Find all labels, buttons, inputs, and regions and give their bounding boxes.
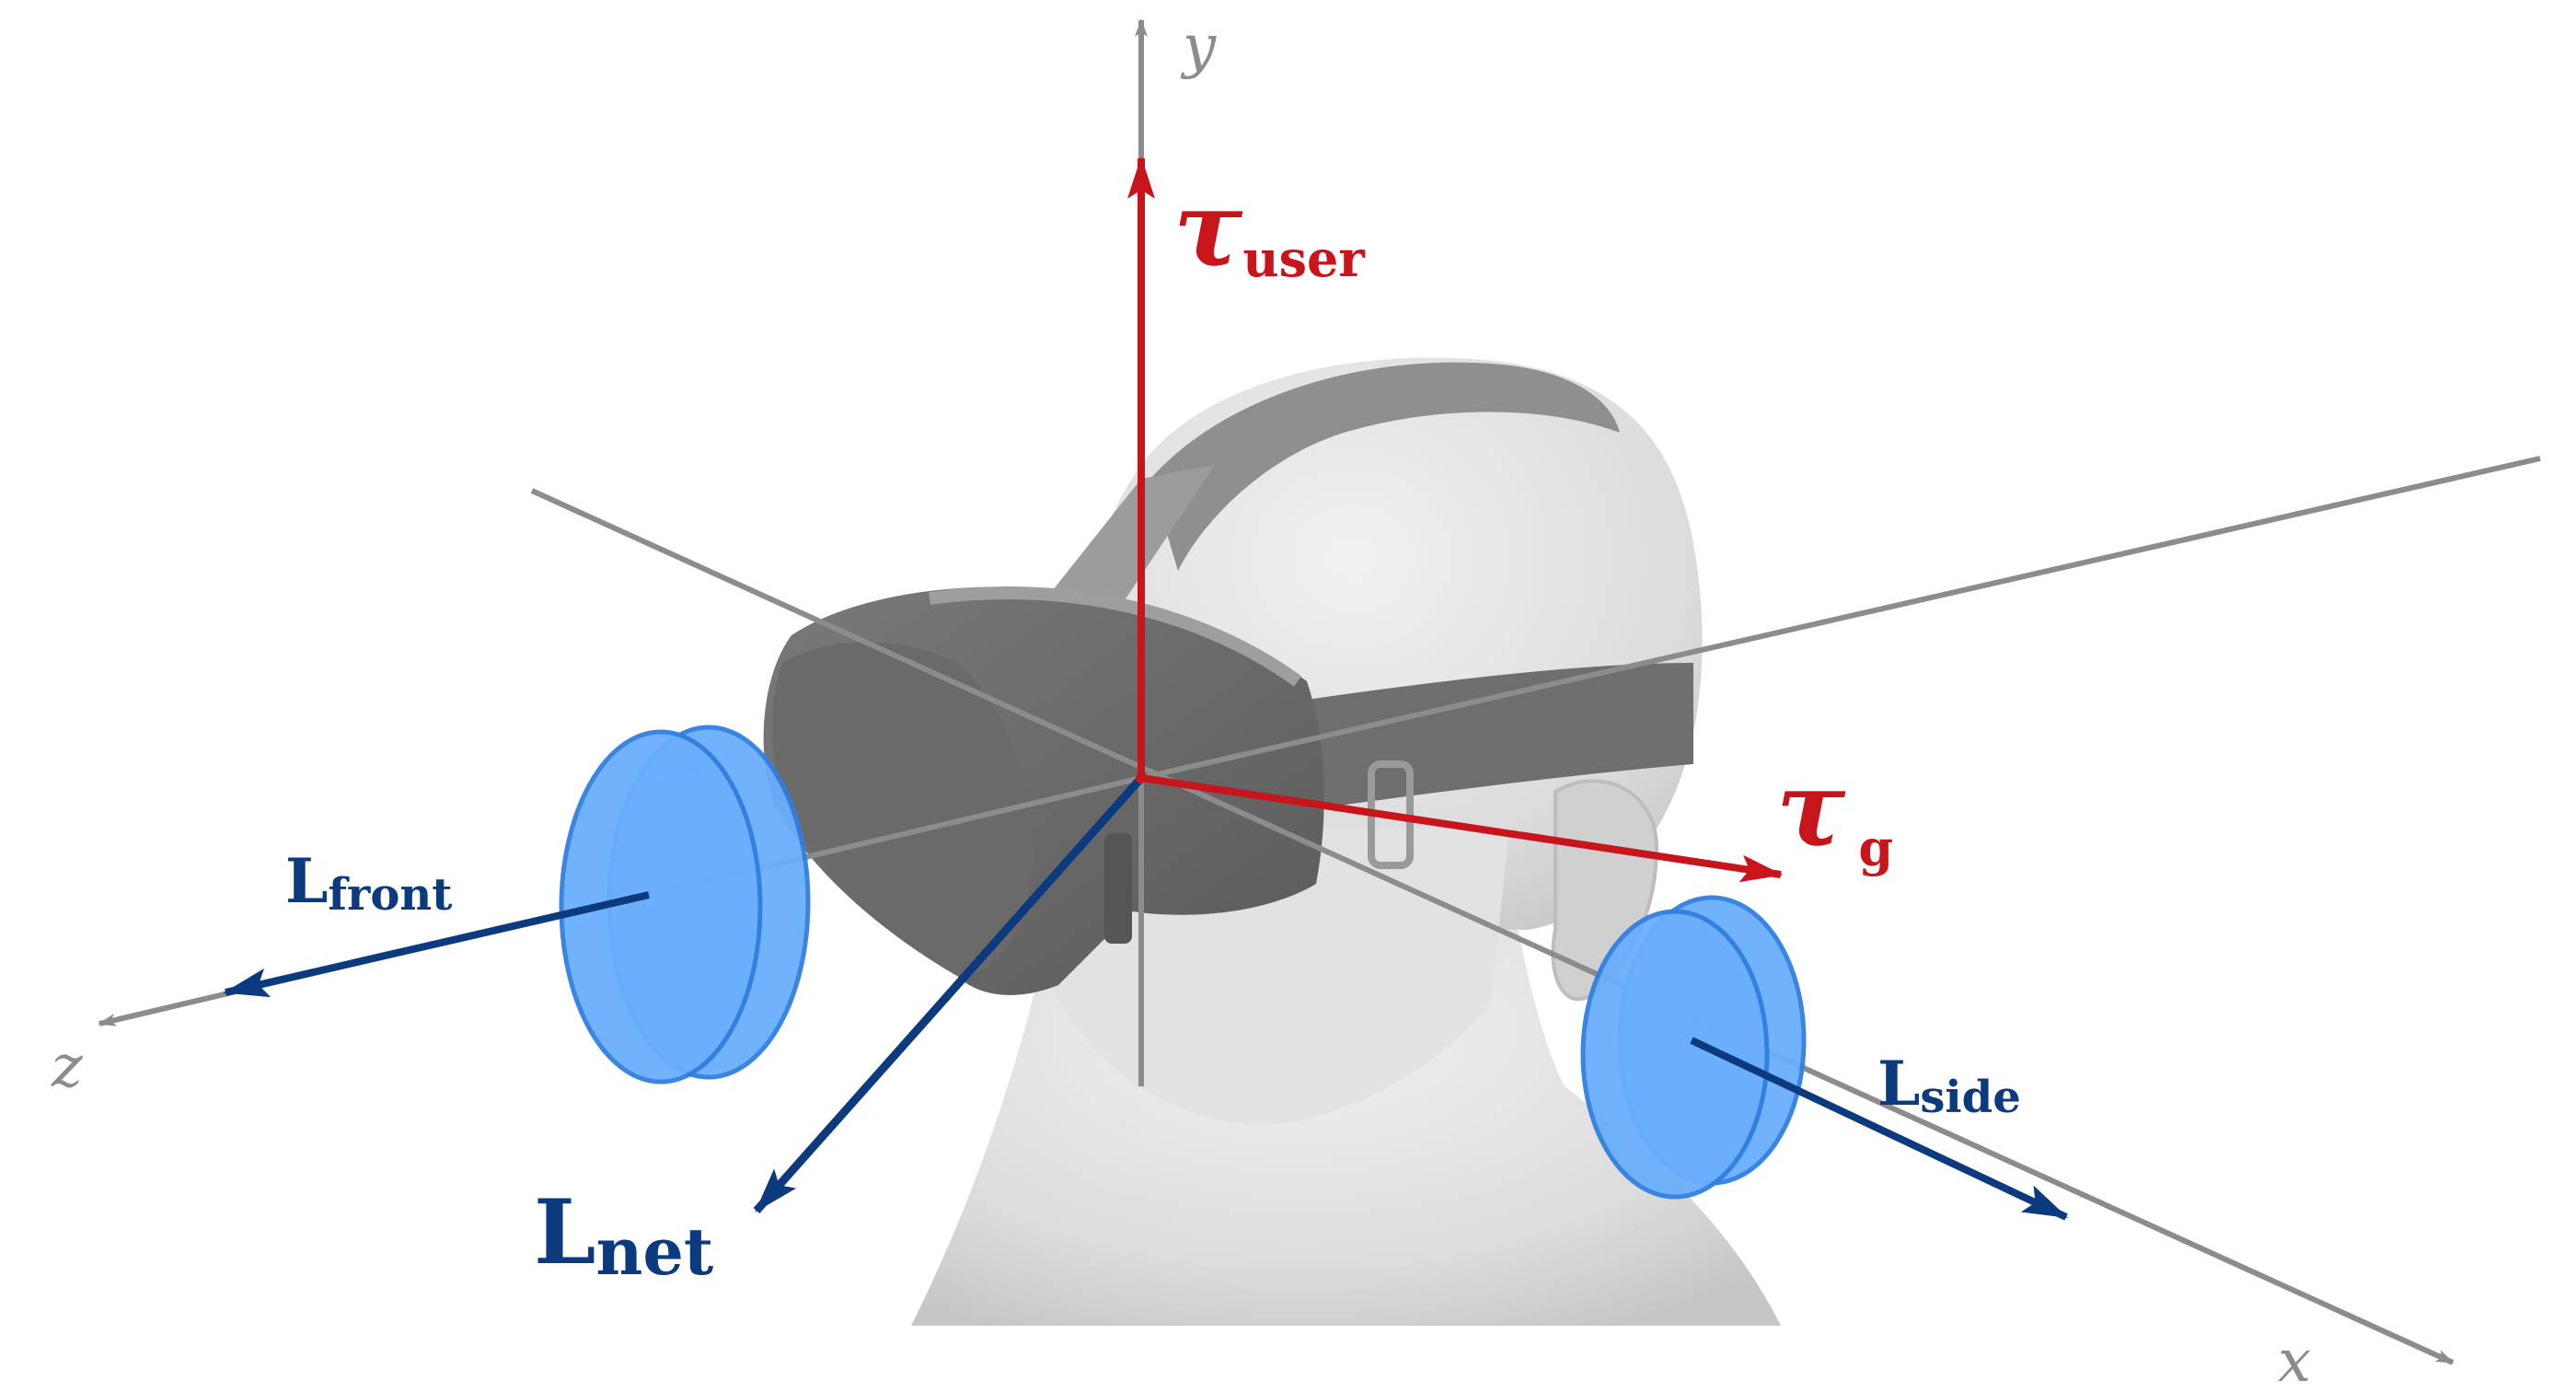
z-axis-back-line [1140, 456, 2541, 781]
l-net-label: Lnet [534, 1180, 713, 1290]
l-net-symbol: L [534, 1180, 596, 1284]
headset-rim [929, 586, 1302, 687]
tau-user-label: τuser [1173, 169, 1365, 290]
momentum-vectors: Lfront Lside Lnet [223, 775, 2069, 1290]
tau-user-subscript: user [1242, 229, 1365, 288]
tau-user-symbol: τ [1173, 169, 1243, 290]
l-side-arrow [1690, 1037, 2069, 1221]
headset-side-button [1104, 833, 1132, 944]
y-axis-label: y [1180, 13, 1217, 81]
l-front-label: Lfront [285, 845, 452, 921]
mannequin-head-illustration [763, 357, 1781, 1326]
origin-point [1136, 772, 1147, 783]
side-strap [1307, 663, 1693, 810]
l-front-arrow [223, 891, 650, 998]
l-side-subscript: side [1920, 1072, 2020, 1123]
headset-face-panel [772, 642, 1033, 976]
l-side-label: Lside [1877, 1048, 2021, 1123]
z-axis-label: z [51, 1033, 84, 1101]
x-axis-label: x [2278, 1328, 2311, 1387]
front-flywheel [559, 725, 811, 1085]
l-net-arrow [753, 775, 1145, 1213]
l-front-subscript: front [328, 869, 452, 921]
x-axis-line [530, 488, 2455, 1365]
tau-g-arrow [1140, 774, 1784, 883]
top-strap [1150, 362, 1620, 571]
side-flywheel [1580, 895, 1807, 1200]
l-front-symbol: L [285, 845, 328, 917]
l-side-symbol: L [1877, 1048, 1920, 1119]
tau-g-subscript: g [1858, 818, 1893, 877]
l-net-subscript: net [596, 1213, 714, 1290]
tau-g-symbol: τ [1776, 749, 1846, 870]
